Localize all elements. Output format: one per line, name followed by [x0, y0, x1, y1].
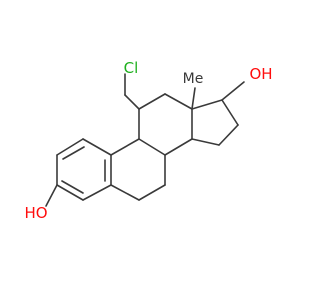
bond	[164, 93, 193, 110]
hydroxyl-top-label: OH	[249, 65, 272, 83]
molecule-structure: Cl OH HO Me	[24, 59, 272, 222]
bond	[138, 184, 166, 201]
bond	[124, 94, 140, 110]
bond	[110, 138, 140, 156]
bond	[45, 184, 58, 207]
bond	[62, 146, 85, 160]
methyl-label: Me	[183, 71, 204, 87]
hydroxyl-left-label: HO	[24, 204, 47, 222]
bond	[56, 184, 84, 201]
bond	[82, 184, 112, 201]
bond	[218, 124, 239, 146]
chlorine-label: Cl	[124, 59, 139, 77]
bond	[221, 81, 245, 101]
bond	[110, 184, 140, 201]
bond	[164, 138, 193, 156]
bond	[138, 93, 166, 110]
bond	[138, 138, 166, 156]
bond	[191, 138, 220, 146]
bond	[56, 138, 84, 156]
bond	[191, 87, 196, 110]
atom-label-layer: Cl OH HO Me	[24, 59, 272, 222]
bond-layer	[45, 73, 245, 207]
bond	[61, 180, 84, 194]
bond	[191, 99, 223, 110]
bond	[221, 99, 239, 126]
bond	[82, 138, 112, 156]
